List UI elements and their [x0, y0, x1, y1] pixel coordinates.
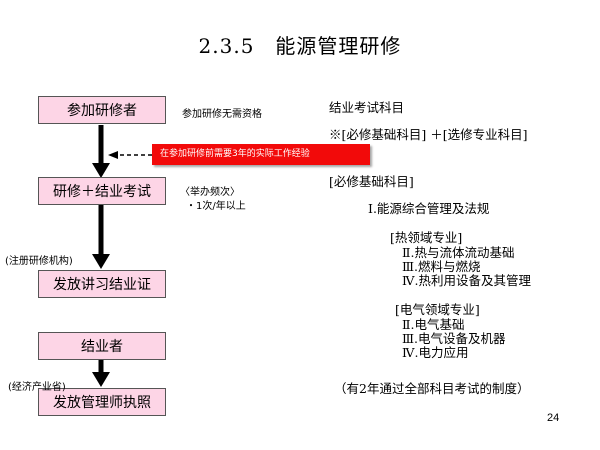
red-note-banner: 在参加研修前需要3年的实际工作经验 — [152, 144, 370, 165]
box-training-exam: 研修＋结业考试 — [38, 177, 166, 205]
frequency-item: ・1次/年以上 — [186, 201, 246, 212]
exam-subjects-heading: 结业考试科目 — [329, 100, 405, 115]
exam-footnote: （有2年通过全部科目考试的制度） — [334, 381, 530, 396]
note-no-qualification: 参加研修无需资格 — [182, 109, 262, 120]
org-registered-institution: (注册研修机构) — [5, 256, 73, 267]
box-participant: 参加研修者 — [38, 96, 166, 124]
heat-item: Ⅳ.热利用设备及其管理 — [402, 273, 531, 288]
org-meti: (经济产业省) — [8, 382, 66, 393]
arrow-1-head — [92, 163, 110, 178]
box-graduate: 结业者 — [38, 332, 166, 360]
dashed-arrow-head — [108, 151, 118, 159]
required-label: [必修基础科目] — [329, 174, 414, 189]
exam-formula: ※[必修基础科目] ＋[选修专业科目] — [329, 127, 528, 142]
elec-item: Ⅳ.电力应用 — [402, 345, 469, 360]
arrow-2-head — [92, 254, 110, 269]
elec-label: [电气领域专业] — [395, 302, 480, 317]
elec-item: Ⅱ.电气基础 — [402, 317, 465, 332]
frequency-title: 〈举办频次〉 — [180, 187, 240, 198]
page-title: 2.3.5 能源管理研修 — [198, 34, 402, 58]
required-item: Ⅰ.能源综合管理及法规 — [368, 201, 490, 216]
arrow-3-head — [92, 372, 110, 387]
page-number: 24 — [547, 412, 560, 424]
elec-item: Ⅲ.电气设备及机器 — [402, 331, 506, 346]
heat-item: Ⅲ.燃料与燃烧 — [402, 259, 481, 274]
box-issue-license: 发放管理师执照 — [38, 388, 166, 416]
box-issue-certificate: 发放讲习结业证 — [38, 270, 166, 298]
heat-label: [热领域专业] — [390, 230, 463, 245]
heat-item: Ⅱ.热与流体流动基础 — [402, 245, 515, 260]
